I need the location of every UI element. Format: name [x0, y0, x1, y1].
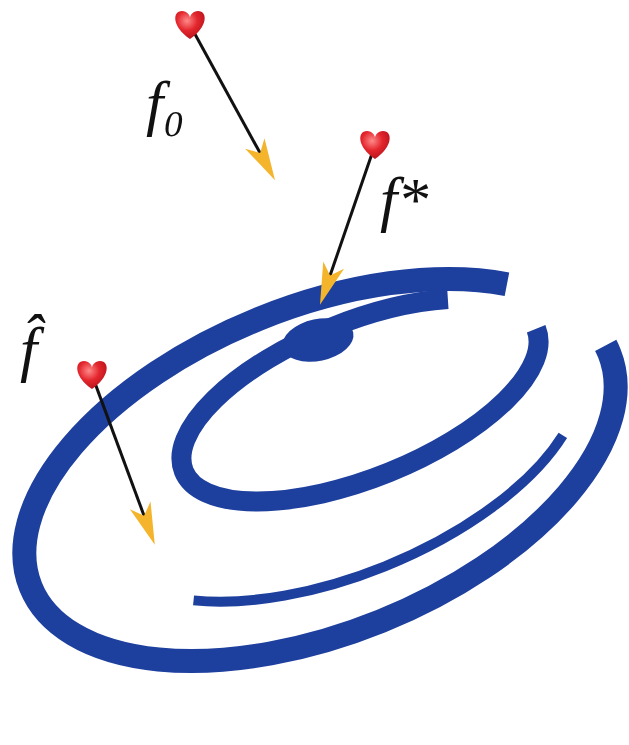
function-label: f₀ — [146, 72, 185, 134]
target — [0, 202, 629, 738]
bullseye — [278, 312, 357, 368]
outer-ring — [0, 202, 629, 738]
heart-fletching — [360, 131, 389, 159]
function-label: f* — [380, 168, 428, 230]
spiral-band — [59, 248, 622, 662]
function-label: f̂ — [20, 318, 37, 380]
dart — [310, 131, 390, 308]
dart — [175, 11, 284, 186]
middle-ring — [155, 257, 566, 544]
heart-fletching — [175, 11, 204, 39]
heart-fletching — [77, 361, 106, 389]
dart — [77, 361, 165, 549]
